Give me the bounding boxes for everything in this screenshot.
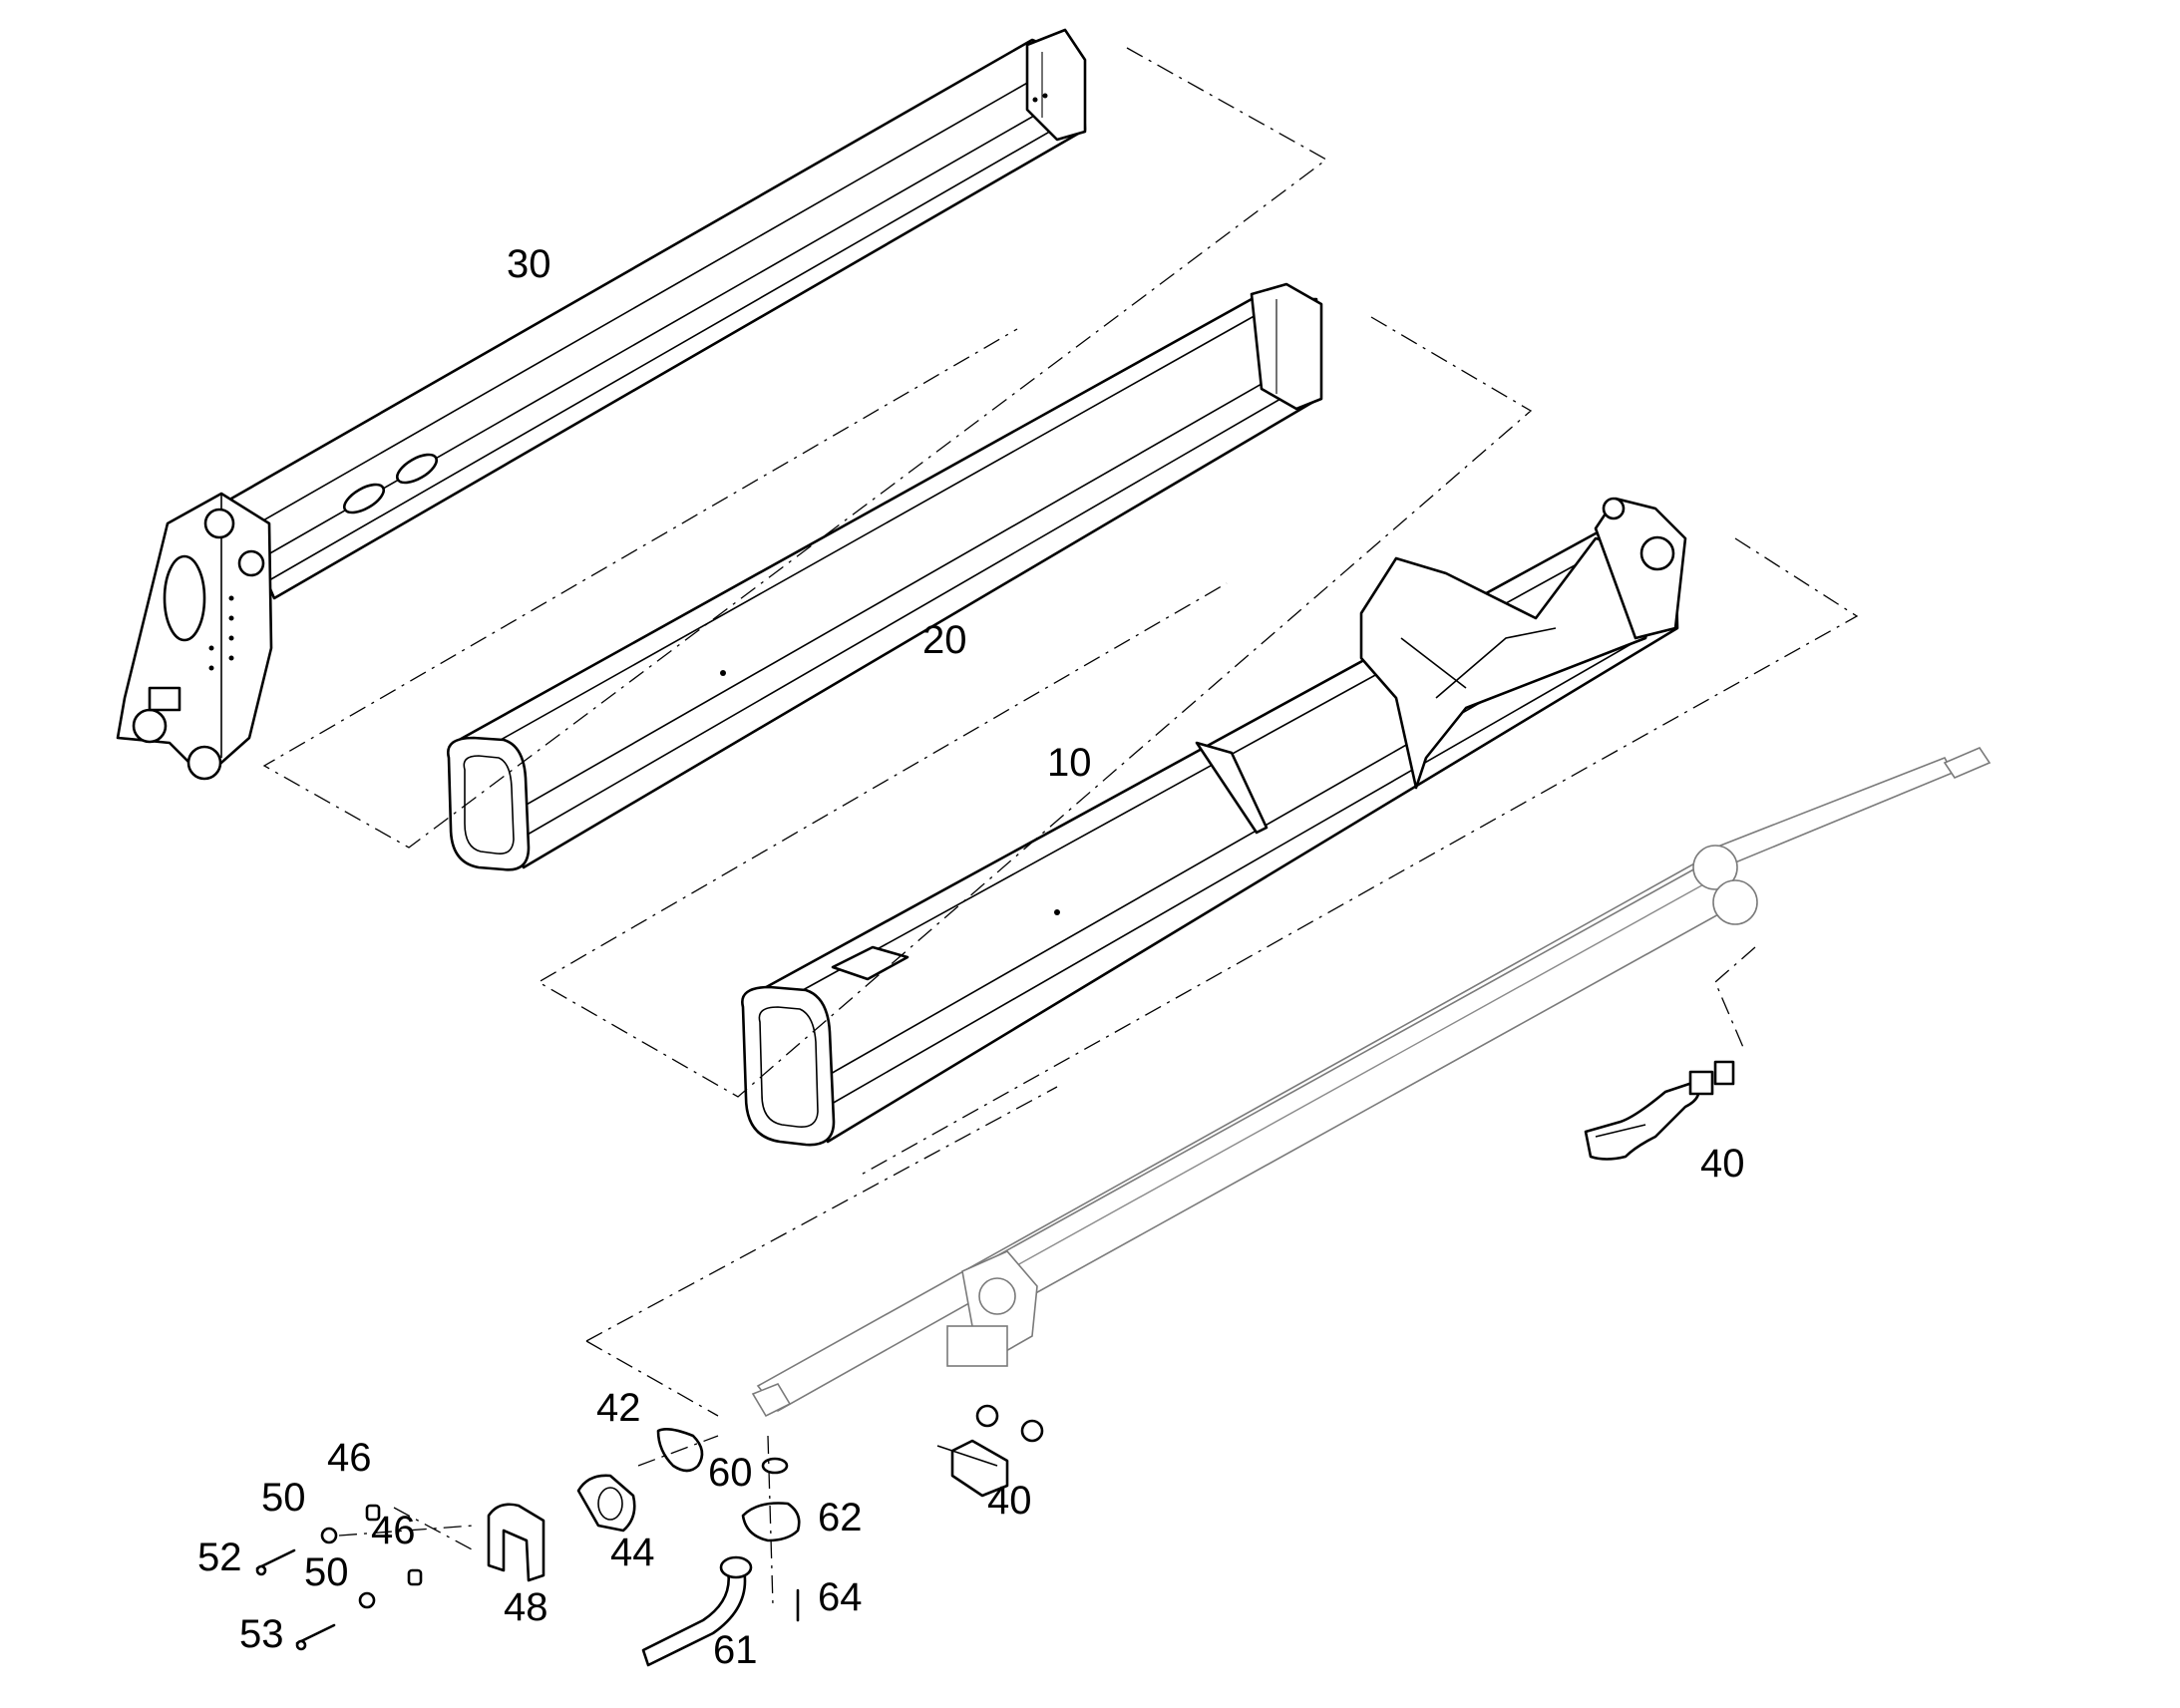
label-64: 64 <box>818 1575 863 1619</box>
label-42: 42 <box>596 1386 641 1430</box>
label-20: 20 <box>922 618 967 662</box>
label-62: 62 <box>818 1496 863 1539</box>
hydraulic-cylinder <box>751 747 1992 1418</box>
small-parts <box>255 1428 801 1667</box>
label-50-a: 50 <box>261 1476 306 1520</box>
label-61: 61 <box>713 1628 758 1672</box>
label-60: 60 <box>708 1451 753 1495</box>
label-52: 52 <box>197 1536 242 1579</box>
label-53: 53 <box>239 1612 284 1656</box>
label-46-a: 46 <box>327 1436 372 1480</box>
valve-block-40 <box>936 1404 1044 1498</box>
assembly-lines <box>262 47 1859 1417</box>
label-40-upper: 40 <box>1700 1142 1745 1186</box>
label-46-b: 46 <box>371 1509 416 1552</box>
label-50-b: 50 <box>304 1550 349 1594</box>
boom-section-30 <box>116 28 1087 781</box>
label-44: 44 <box>610 1531 655 1574</box>
boom-section-10 <box>741 497 1687 1147</box>
label-48: 48 <box>504 1585 548 1629</box>
boom-section-20 <box>447 282 1323 871</box>
hose-assembly-40 <box>1584 1060 1735 1161</box>
label-10: 10 <box>1047 741 1092 785</box>
label-40-lower: 40 <box>987 1479 1032 1523</box>
label-30: 30 <box>507 242 551 286</box>
